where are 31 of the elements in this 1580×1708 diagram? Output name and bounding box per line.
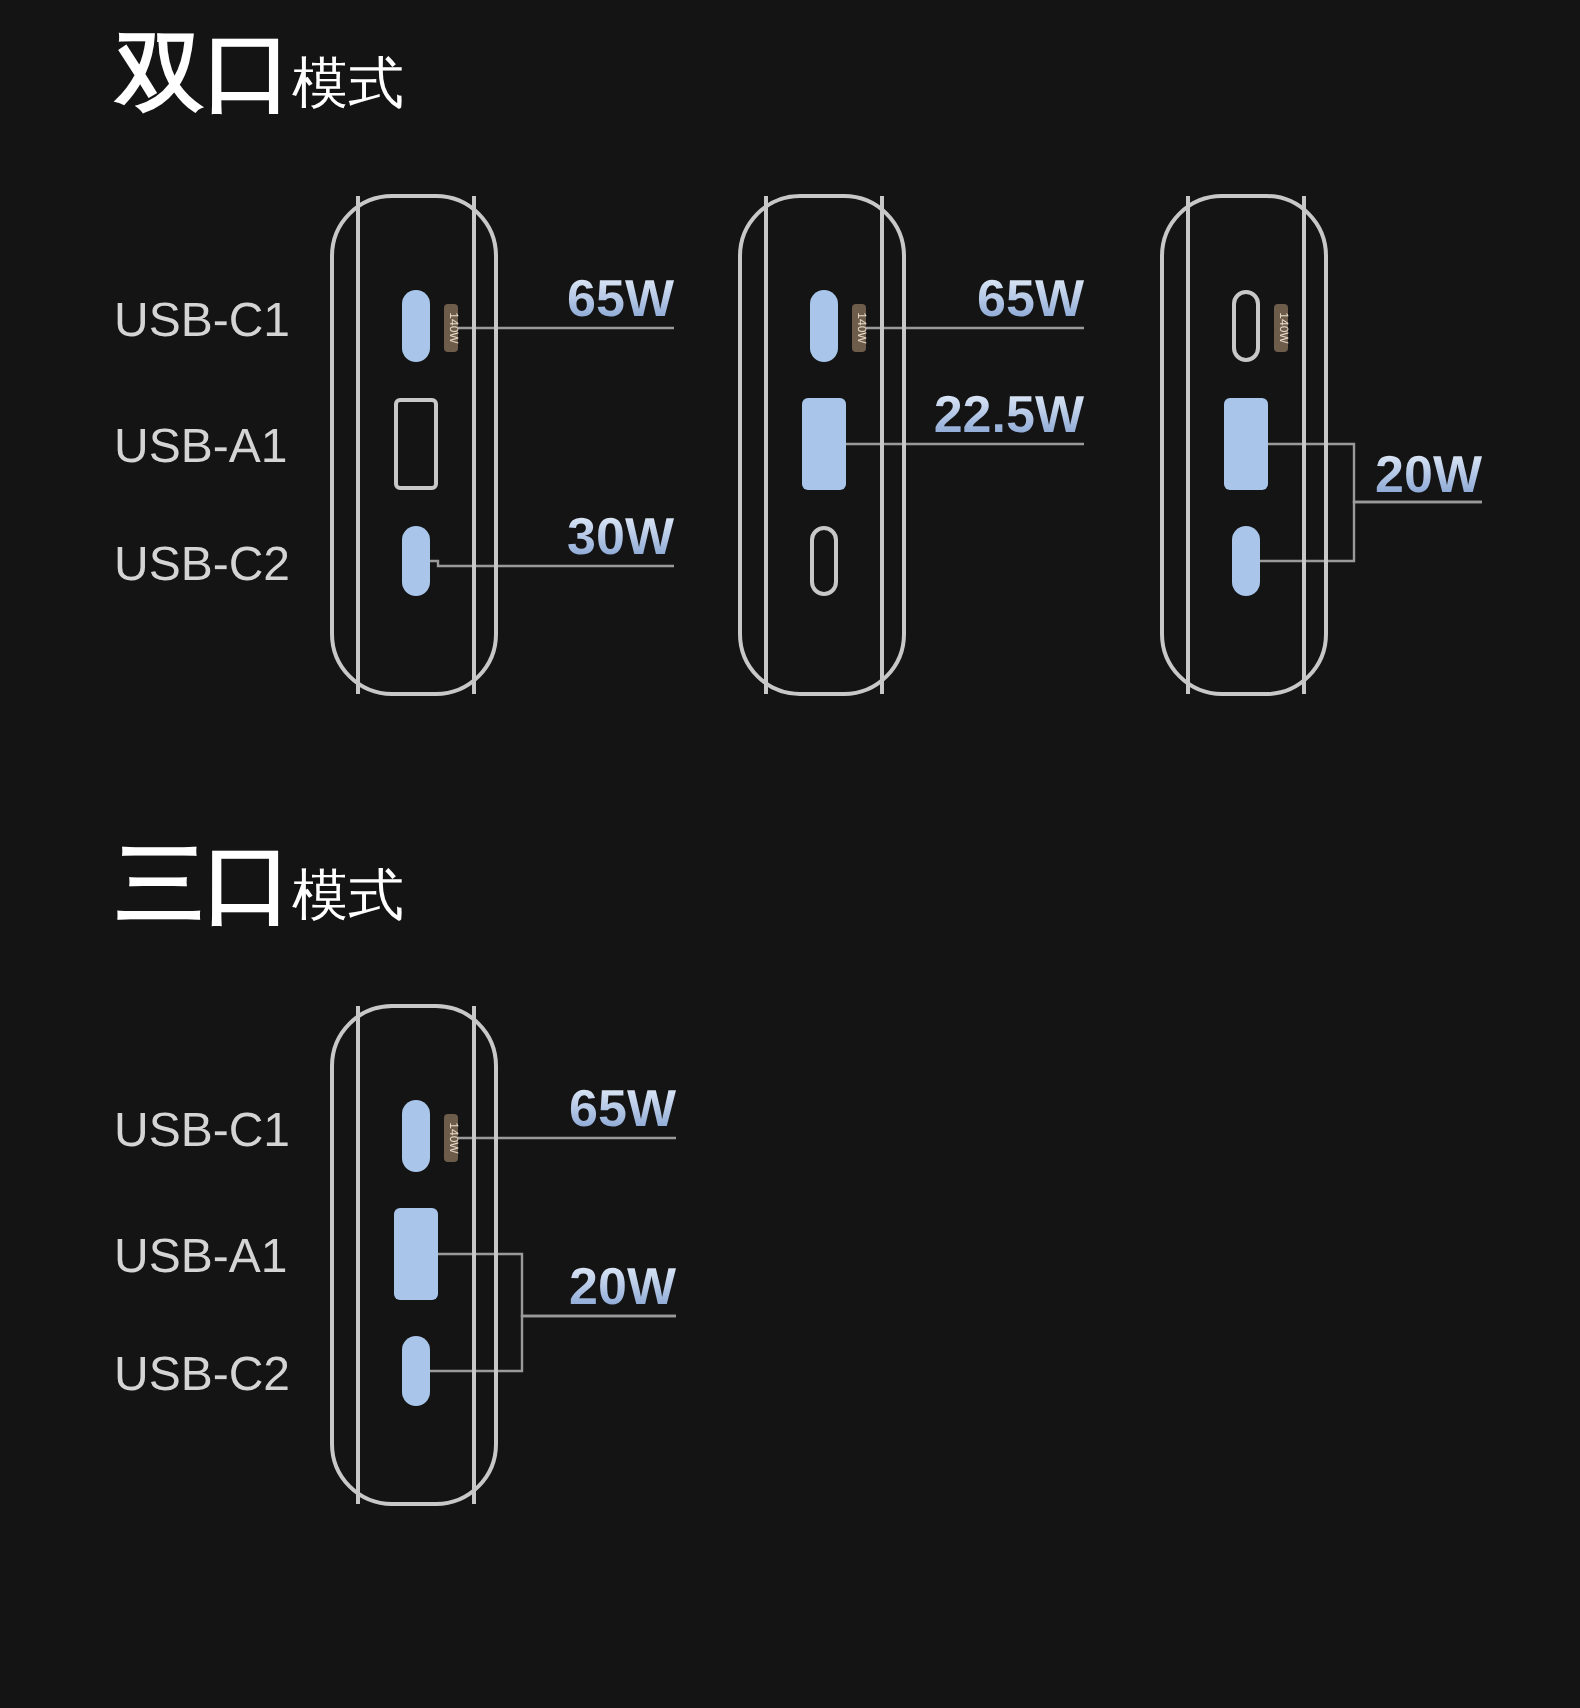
leader-line (430, 1314, 676, 1373)
power-bank-body (1160, 194, 1328, 696)
port-name: USB-C2 (114, 536, 291, 596)
power-bank-body (330, 194, 498, 696)
usb-c-port (810, 526, 838, 596)
usb-c-port (810, 290, 838, 362)
usb-a-port (1224, 398, 1268, 490)
power-bank-body (330, 1004, 498, 1506)
power-bank-body (738, 194, 906, 696)
usb-c-port (402, 290, 430, 362)
usb-a-port (394, 398, 438, 490)
leader-line (866, 326, 1084, 330)
leader-line (1260, 500, 1482, 563)
section-heading: 双口模式 (116, 24, 404, 128)
section-heading: 三口模式 (116, 836, 404, 940)
usb-c-port (402, 526, 430, 596)
usb-c-port (1232, 290, 1260, 362)
leader-line (458, 326, 674, 330)
port-name: USB-A1 (114, 1228, 288, 1288)
port-name: USB-C1 (114, 1102, 291, 1162)
leader-line (458, 1136, 676, 1140)
port-name: USB-C1 (114, 292, 291, 352)
usb-a-port (394, 1208, 438, 1300)
usb-c-port (1232, 526, 1260, 596)
usb-a-port (802, 398, 846, 490)
port-name: USB-C2 (114, 1346, 291, 1406)
port-name: USB-A1 (114, 418, 288, 478)
leader-line (430, 559, 674, 568)
usb-c-port (402, 1336, 430, 1406)
leader-line (846, 442, 1084, 446)
usb-c-port (402, 1100, 430, 1172)
